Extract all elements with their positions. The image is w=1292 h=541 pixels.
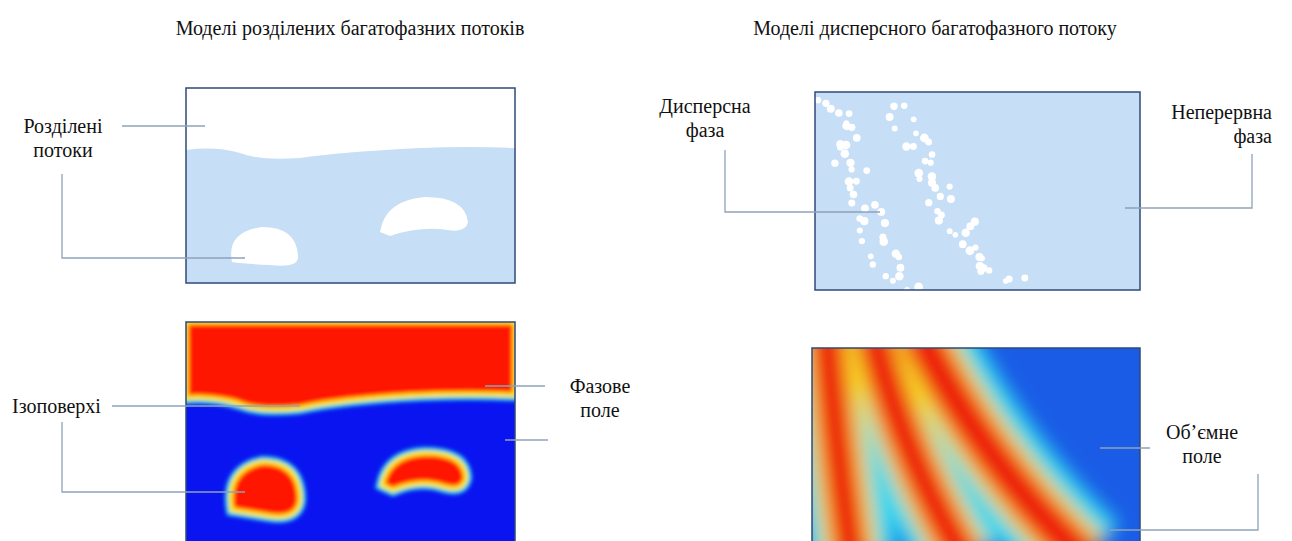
bubble — [831, 159, 838, 166]
bubble — [847, 185, 854, 192]
bubble — [883, 273, 889, 279]
bubble — [815, 97, 821, 104]
bubble — [881, 219, 889, 227]
bubble — [863, 167, 870, 174]
bubble — [848, 199, 855, 206]
bubble — [947, 228, 953, 234]
bubble — [931, 184, 939, 192]
bubble — [846, 159, 854, 167]
bubble — [965, 246, 974, 255]
callout-label: Ізоповерхі — [12, 394, 122, 418]
bubble — [840, 149, 849, 158]
bubble — [870, 261, 876, 267]
bubble — [947, 183, 953, 189]
bubble — [868, 253, 874, 259]
bubble — [959, 240, 967, 248]
bubble — [890, 278, 896, 284]
phase-field-panel — [186, 322, 515, 541]
bubble — [947, 195, 955, 203]
bubble — [848, 124, 855, 131]
bubble — [910, 143, 917, 150]
bubble — [911, 116, 917, 122]
bubble — [913, 130, 919, 136]
column-heading: Моделі дисперсного багатофазного потоку — [680, 16, 1190, 40]
bubble — [929, 151, 936, 158]
bubble — [845, 177, 854, 186]
bubble — [853, 178, 860, 185]
bubble — [961, 229, 969, 237]
bubble — [896, 254, 902, 260]
volume-field-panel — [812, 348, 1140, 541]
bubble — [971, 218, 979, 226]
separated-flow-panel — [186, 88, 515, 283]
leader-lines — [62, 126, 1258, 530]
bubble — [935, 216, 943, 224]
bubble — [952, 232, 958, 238]
bubble — [1021, 275, 1028, 282]
bubble — [837, 144, 844, 151]
bubble — [922, 158, 929, 165]
bubble — [849, 166, 855, 172]
callout-label: Фазове поле — [550, 374, 650, 422]
bubble — [859, 238, 865, 244]
bubble — [871, 201, 879, 209]
bubble — [902, 142, 910, 150]
dispersed-bubbles — [815, 97, 1028, 290]
callout-label: Розділені потоки — [8, 114, 118, 162]
bubble — [925, 199, 932, 206]
bubble — [925, 138, 932, 145]
bubble — [853, 134, 861, 142]
bubble — [827, 105, 835, 113]
bubble — [914, 283, 923, 290]
bubble — [890, 103, 897, 110]
bubble — [861, 204, 869, 212]
bubble — [979, 255, 985, 261]
bubble — [916, 176, 922, 182]
column-heading: Моделі розділених багатофазних потоків — [95, 16, 605, 40]
bubble — [850, 191, 858, 199]
bubble — [879, 237, 888, 246]
bubble — [986, 267, 992, 273]
bubble — [895, 272, 904, 281]
bubble — [1003, 278, 1009, 284]
callout-label: Неперервна фаза — [1144, 100, 1272, 148]
callout-label: Об’ємне поле — [1152, 420, 1252, 468]
bubble — [901, 103, 907, 109]
bubble — [846, 110, 853, 117]
bubble — [857, 228, 863, 234]
bubble — [928, 160, 934, 166]
dispersed-flow-panel — [815, 92, 1140, 293]
bubble — [886, 113, 894, 121]
bubble — [892, 126, 898, 132]
bubble — [860, 217, 868, 225]
bubble — [937, 193, 944, 200]
bubble — [896, 264, 904, 272]
callout-label: Дисперсна фаза — [645, 94, 765, 142]
bubble — [835, 109, 843, 117]
